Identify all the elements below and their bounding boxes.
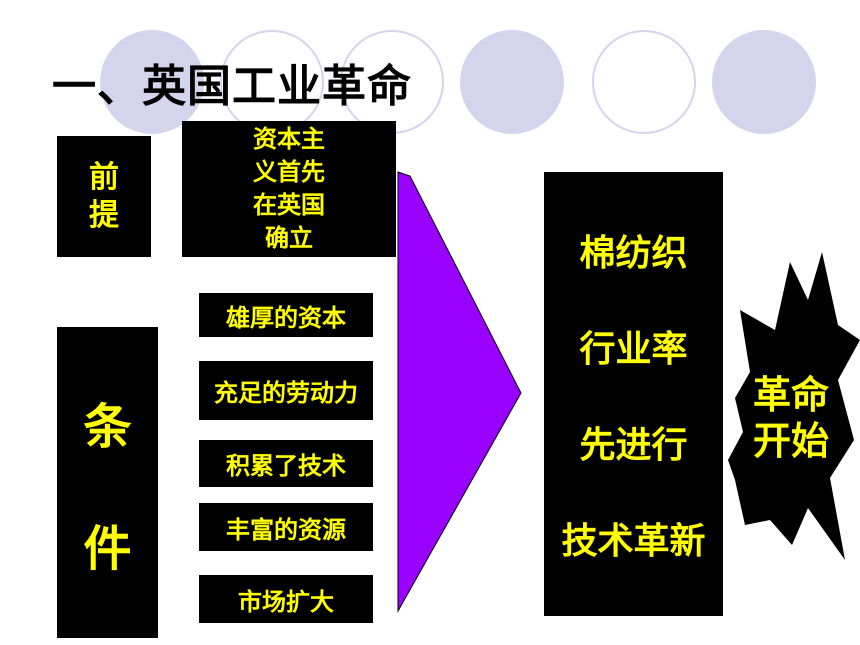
burst-line: 开始 [752, 419, 829, 463]
decor-circle-6 [712, 30, 816, 134]
conditions-label-char: 条 [83, 398, 132, 455]
condition-item: 雄厚的资本 [199, 293, 373, 337]
condition-item: 市场扩大 [199, 575, 373, 623]
decor-circle-1 [100, 30, 204, 134]
condition-item: 丰富的资源 [199, 503, 373, 551]
slide-title: 一、英国工业革命 [52, 61, 412, 112]
premise-line: 确立 [265, 224, 313, 252]
condition-item: 充足的劳动力 [199, 361, 373, 420]
premise-label-char: 提 [89, 197, 119, 233]
explosion-burst [728, 252, 860, 560]
condition-item: 积累了技术 [199, 440, 373, 487]
burst-line: 革命 [752, 373, 829, 417]
decor-circle-2 [220, 30, 324, 134]
result-line: 先进行 [579, 425, 688, 466]
premise-line: 资本主 [253, 125, 325, 153]
premise-line: 在英国 [253, 191, 325, 219]
premise-label-box: 前 提 [57, 136, 151, 257]
result-box: 棉纺织 行业率 先进行 技术革新 [544, 172, 723, 616]
decor-circle-4 [460, 30, 564, 134]
conditions-label-char: 件 [83, 520, 132, 577]
conditions-label-box: 条 件 [57, 327, 158, 638]
result-line: 棉纺织 [579, 233, 688, 274]
result-line: 技术革新 [561, 521, 706, 562]
burst-text: 革命 开始 [741, 372, 841, 464]
result-line: 行业率 [579, 329, 688, 370]
premise-label-char: 前 [89, 159, 119, 195]
decor-circle-5 [592, 30, 696, 134]
purple-arrow [397, 171, 522, 613]
premise-content-box: 资本主 义首先 在英国 确立 [182, 121, 396, 257]
premise-line: 义首先 [253, 158, 325, 186]
